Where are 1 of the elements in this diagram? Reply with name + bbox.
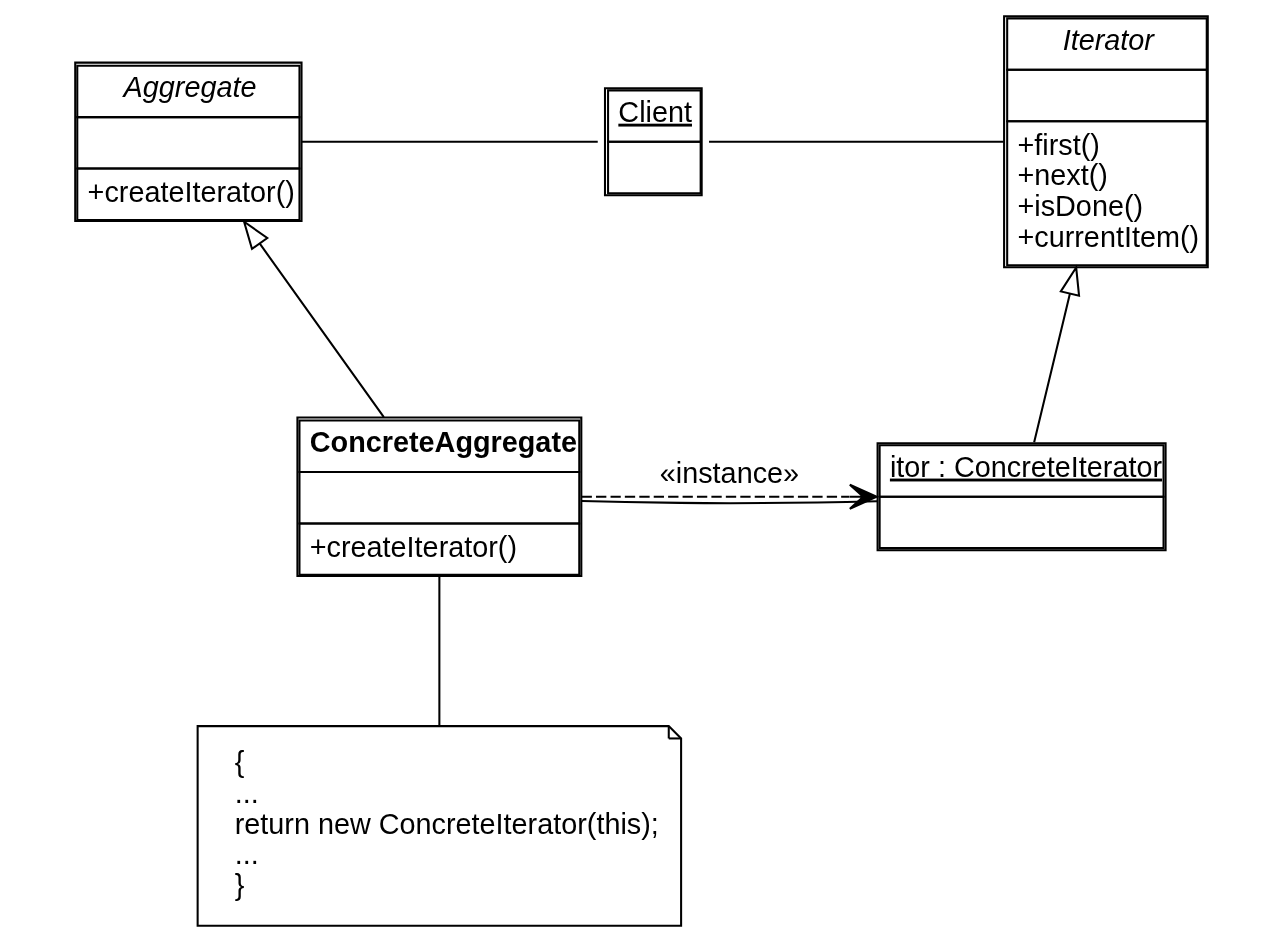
- edge-label: «instance»: [659, 456, 800, 489]
